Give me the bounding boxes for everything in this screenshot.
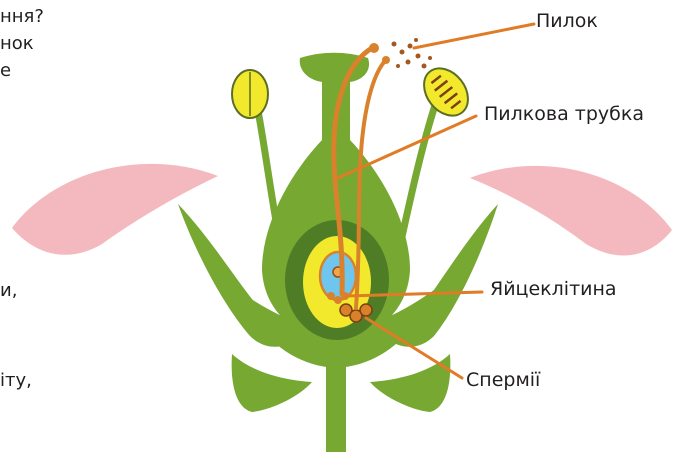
pollen-leader-line [414,24,534,48]
right-petal [470,166,672,256]
left-lower-leaf [232,354,312,412]
label-sperm: Спермії [466,368,540,392]
pollen-grains [369,38,432,69]
label-pollen: Пилок [536,9,598,33]
left-anther [232,70,268,118]
label-pollen-tube: Пилкова трубка [484,102,644,126]
left-petal [12,164,218,255]
label-egg-cell: Яйцеклітина [490,277,617,301]
pollen-tube-leader-line [338,116,476,178]
right-anther [415,60,477,124]
